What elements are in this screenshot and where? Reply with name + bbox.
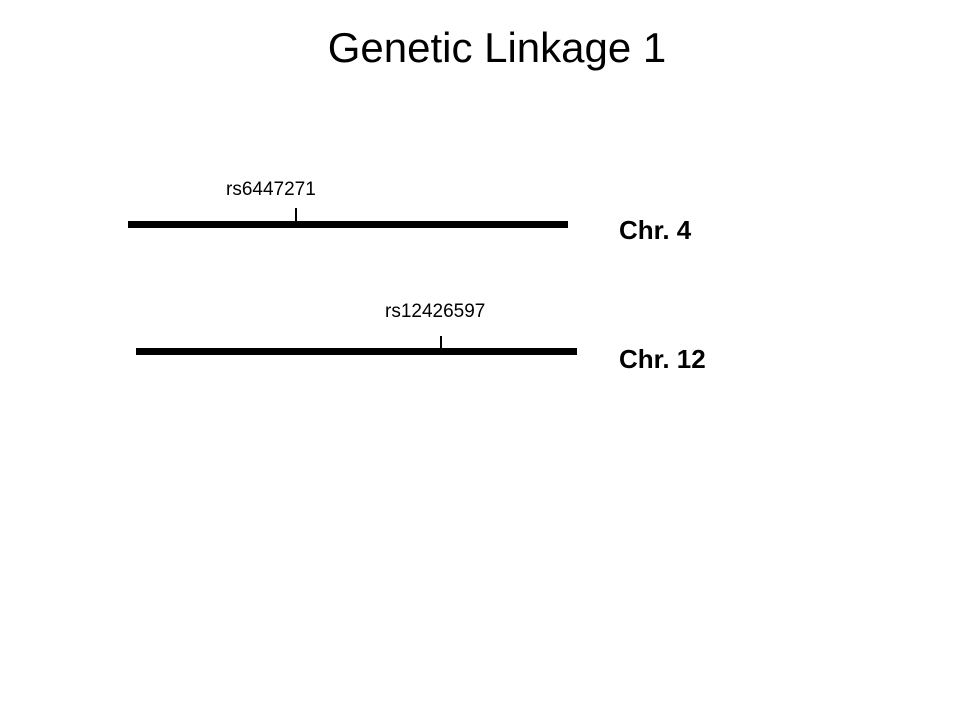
marker-tick-rs12426597 [440, 336, 442, 350]
chromosome-bar-chr12 [136, 348, 577, 355]
chromosome-label-chr12: Chr. 12 [619, 344, 706, 374]
marker-label-rs6447271: rs6447271 [226, 179, 316, 200]
marker-tick-rs6447271 [295, 208, 297, 222]
marker-label-rs12426597: rs12426597 [385, 301, 486, 322]
chromosome-label-chr4: Chr. 4 [619, 215, 692, 245]
chromosome-bar-chr4 [128, 221, 568, 228]
slide-title: Genetic Linkage 1 [327, 24, 667, 71]
